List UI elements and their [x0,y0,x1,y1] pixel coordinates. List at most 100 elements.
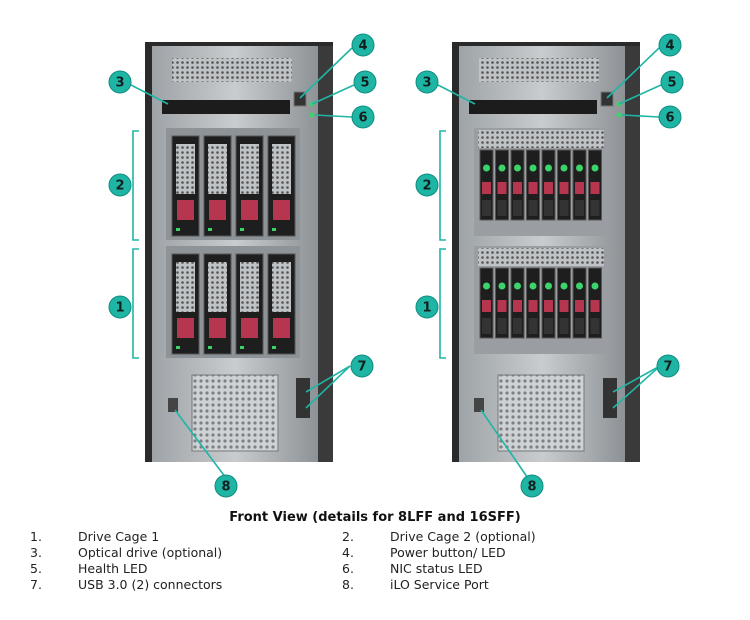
legend-number: 3. [30,545,42,560]
legend-number: 4. [342,545,354,560]
legend-right: 2. Drive Cage 2 (optional) 4. Power button… [342,529,642,593]
callout-label: 8 [221,480,230,495]
sff-drive-carrier [495,267,509,339]
callout-8: 8 [520,474,544,498]
callout-label: 3 [115,76,124,91]
callout-label: 6 [358,111,367,126]
ilo-port [168,398,178,412]
lff-drive-carrier [235,253,264,355]
legend-text: Drive Cage 2 (optional) [390,529,536,544]
callout-label: 5 [667,76,676,91]
usb-ports [603,378,617,418]
callout-label: 1 [422,301,431,316]
lff-drive-carrier [267,253,296,355]
legend-item: 2. Drive Cage 2 (optional) [342,529,642,545]
callout-8: 8 [214,474,238,498]
callout-1: 1 [415,295,439,319]
legend-item: 1. Drive Cage 1 [30,529,310,545]
callout-4: 4 [351,33,375,57]
callouts: 3 4 5 6 2 1 7 8 3 4 5 6 2 1 7 8 [108,33,684,498]
callout-label: 6 [665,111,674,126]
sff-drive-carrier [588,267,602,339]
callout-3: 3 [415,70,439,94]
sff-drive-carrier [510,267,525,339]
callout-label: 2 [115,179,124,194]
sff-drive-carrier [510,149,525,221]
legend-left: 1. Drive Cage 1 3. Optical drive (optional… [30,529,310,593]
callout-label: 2 [422,179,431,194]
legend-number: 2. [342,529,354,544]
legend-text: Power button/ LED [390,545,506,560]
callout-label: 8 [527,480,536,495]
callout-2: 2 [108,173,132,197]
optical-drive [469,100,597,114]
cage-2-vent [478,130,604,148]
sff-drive-carrier [572,267,587,339]
callout-1: 1 [108,295,132,319]
callout-label: 4 [665,39,674,54]
sff-drive-carrier [588,149,602,221]
legend-item: 7. USB 3.0 (2) connectors [30,577,310,593]
legend-text: Health LED [78,561,148,576]
sff-drive-carrier [479,149,494,221]
sff-drive-carrier [572,149,587,221]
callout-7: 7 [350,354,374,378]
callout-4: 4 [658,33,682,57]
legend-item: 3. Optical drive (optional) [30,545,310,561]
callout-5: 5 [660,70,684,94]
usb-ports [296,378,310,418]
sff-drive-carrier [526,149,540,221]
top-vent [172,58,292,82]
callout-label: 5 [360,76,369,91]
legend-text: USB 3.0 (2) connectors [78,577,223,592]
figure-caption: Front View (details for 8LFF and 16SFF) [229,510,521,525]
callout-label: 7 [663,360,672,375]
lff-drive-carrier [235,135,264,237]
lff-drive-carrier [267,135,296,237]
nic-led [309,112,315,118]
callout-label: 1 [115,301,124,316]
callout-label: 7 [357,360,366,375]
cage-1-vent [478,248,604,266]
legend-number: 7. [30,577,42,592]
lff-drive-carrier [171,135,200,237]
legend-number: 8. [342,577,354,592]
front-view-diagram: 3 4 5 6 2 1 7 8 3 4 5 6 2 1 7 8 [108,33,684,498]
callout-6: 6 [351,105,375,129]
callout-label: 4 [358,39,367,54]
legend-text: Drive Cage 1 [78,529,160,544]
nic-led [616,112,622,118]
ilo-port [474,398,484,412]
legend-number: 1. [30,529,42,544]
lff-drive-carrier [203,253,232,355]
callout-7: 7 [656,354,680,378]
fan-grille [191,374,279,452]
callout-label: 3 [422,76,431,91]
sff-drive-carrier [557,149,571,221]
lff-drive-carrier [203,135,232,237]
lff-drive-carrier [171,253,200,355]
callout-2: 2 [415,173,439,197]
sff-drive-carrier [479,267,494,339]
server-8lff [145,42,333,462]
legend-item: 8. iLO Service Port [342,577,642,593]
sff-drive-carrier [495,149,509,221]
legend-number: 5. [30,561,42,576]
side-panel [625,46,640,462]
legend-number: 6. [342,561,354,576]
fan-grille [497,374,585,452]
sff-drive-carrier [541,149,556,221]
server-16sff [452,42,640,462]
top-vent [479,58,599,82]
side-panel [318,46,333,462]
legend-text: Optical drive (optional) [78,545,223,560]
sff-drive-carrier [541,267,556,339]
legend-item: 6.NIC status LED [342,561,642,577]
sff-drive-carrier [557,267,571,339]
sff-drive-carrier [526,267,540,339]
legend-text: iLO Service Port [390,577,489,592]
optical-drive [162,100,290,114]
callout-6: 6 [658,105,682,129]
legend-item: 5. Health LED [30,561,310,577]
legend-item: 4. Power button/ LED [342,545,642,561]
